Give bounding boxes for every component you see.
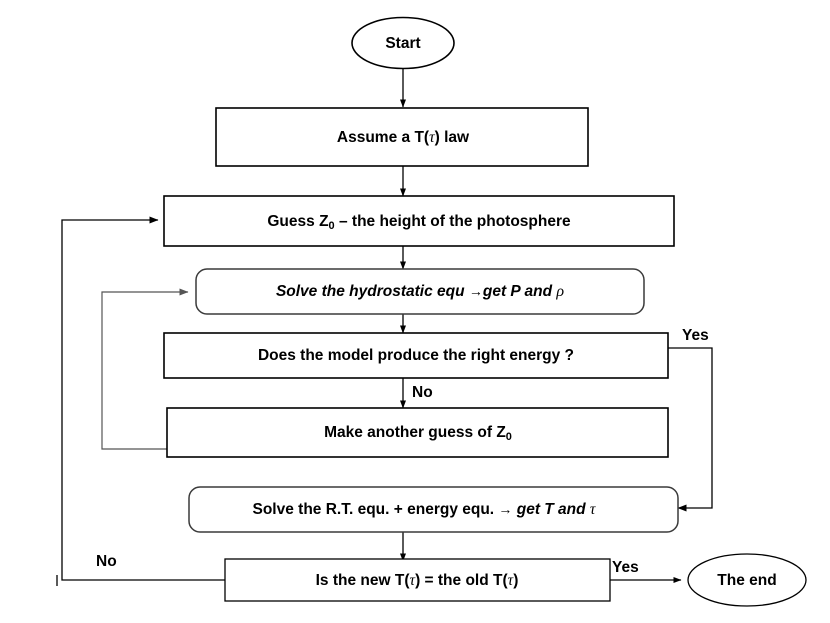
edge-decision-yes-to-solve-rt	[668, 347, 713, 512]
decision-energy-box	[163, 332, 669, 379]
edge-label-energy-no: No	[412, 384, 433, 401]
inline-arrow-icon: →	[469, 283, 483, 299]
assume-law-box	[215, 107, 589, 167]
inline-arrow-icon-2: →	[498, 501, 512, 517]
edge-label-converged-no: No	[96, 553, 117, 570]
solve-rt-pre: Solve the R.T. equ. + energy equ.	[253, 501, 499, 518]
tau-glyph-4: τ	[508, 572, 515, 589]
node-another-guess: Make another guess of Z0	[166, 407, 669, 458]
end-label: The end	[717, 572, 776, 589]
end-ellipse	[687, 553, 807, 607]
guess-z0-post: – the height of the photosphere	[335, 213, 571, 230]
guess-z0-subscript: 0	[329, 220, 335, 232]
edge-converged-no-to-guess	[61, 216, 225, 581]
rho-glyph: ρ	[555, 283, 564, 300]
node-hydrostatic: Solve the hydrostatic equ →get P and ρ	[195, 268, 645, 315]
guess-z0-pre: Guess Z	[267, 213, 329, 230]
another-guess-label: Make another guess of Z0	[324, 424, 512, 443]
guess-z0-box	[163, 195, 675, 247]
another-guess-subscript: 0	[506, 431, 512, 443]
assume-law-label: Assume a T(τ) law	[337, 129, 470, 147]
node-start: Start	[351, 16, 455, 70]
node-solve-rt: Solve the R.T. equ. + energy equ. → get …	[188, 486, 679, 533]
assume-law-pre: Assume a T(	[337, 129, 430, 146]
tau-glyph-2: τ	[590, 501, 597, 518]
another-guess-box	[166, 407, 669, 458]
node-decision-converged: Is the new T(τ) = the old T(τ)	[224, 558, 611, 602]
hydrostatic-label: Solve the hydrostatic equ →get P and ρ	[276, 283, 564, 300]
node-end: The end	[687, 553, 807, 607]
start-ellipse	[351, 16, 455, 70]
guess-z0-label: Guess Z0 – the height of the photosphere	[267, 213, 571, 232]
converged-b: ) = the old T(	[415, 572, 508, 589]
decision-converged-box	[224, 558, 611, 602]
node-guess-z0: Guess Z0 – the height of the photosphere	[163, 195, 675, 247]
start-label: Start	[385, 35, 420, 52]
tau-glyph-3: τ	[410, 572, 417, 589]
node-assume-law: Assume a T(τ) law	[215, 107, 589, 167]
solve-rt-label: Solve the R.T. equ. + energy equ. → get …	[253, 501, 597, 519]
decision-energy-label: Does the model produce the right energy …	[258, 347, 574, 364]
edge-label-converged-yes: Yes	[612, 559, 639, 576]
assume-law-post: ) law	[435, 129, 470, 146]
edge-label-energy-yes: Yes	[682, 327, 709, 344]
solve-rt-box	[188, 486, 679, 533]
solve-rt-italic: get T and	[512, 501, 590, 518]
hydrostatic-mid: get P and	[482, 283, 557, 300]
node-decision-energy: Does the model produce the right energy …	[163, 332, 669, 379]
converged-a: Is the new T(	[316, 572, 411, 589]
hydrostatic-box	[195, 268, 645, 315]
decision-converged-label: Is the new T(τ) = the old T(τ)	[316, 572, 519, 590]
hydrostatic-pre: Solve the hydrostatic equ	[276, 283, 469, 300]
edge-another-guess-loop-to-hydrostatic	[101, 288, 189, 450]
tau-glyph: τ	[429, 129, 436, 146]
converged-c: )	[513, 572, 518, 589]
another-guess-pre: Make another guess of Z	[324, 424, 506, 441]
